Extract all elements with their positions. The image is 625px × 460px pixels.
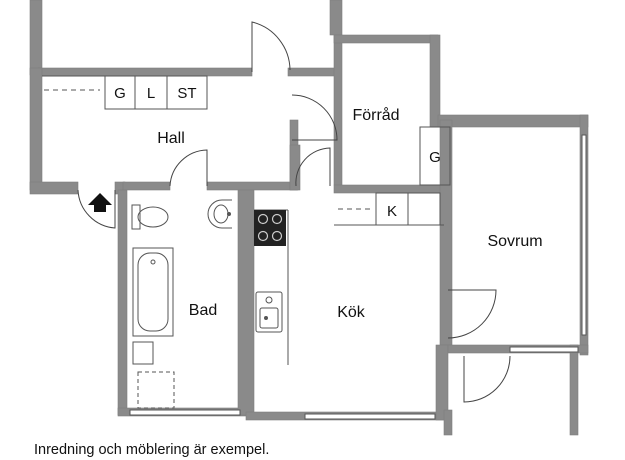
kitchen-cabinets	[254, 192, 444, 365]
toilet-icon	[131, 204, 169, 230]
closet-g-forrad-label: G	[429, 149, 441, 166]
room-bad-label: Bad	[189, 302, 217, 319]
closet-st-hall-label: ST	[177, 85, 196, 102]
entrance-arrow-icon	[88, 193, 112, 212]
doors	[77, 21, 511, 403]
closet-g-hall-label: G	[114, 85, 126, 102]
furnishing-disclaimer: Inredning och möblering är exempel.	[34, 442, 270, 458]
forrad-closet	[419, 126, 451, 186]
closet-l-hall-label: L	[147, 85, 155, 102]
room-kok-label: Kök	[337, 304, 366, 321]
closet-k-kitchen-label: K	[387, 203, 397, 220]
stove-icon	[254, 210, 286, 246]
room-hall-label: Hall	[157, 130, 185, 147]
walls	[29, 0, 589, 436]
washer-space	[132, 341, 175, 409]
hall-closets	[42, 75, 208, 110]
bathtub-icon	[132, 247, 174, 337]
room-forrad-label: Förråd	[352, 106, 399, 124]
room-sovrum-label: Sovrum	[487, 233, 542, 250]
kitchen-sink-icon	[255, 291, 283, 333]
windows	[129, 134, 587, 420]
bathroom-sink-icon	[207, 199, 232, 229]
